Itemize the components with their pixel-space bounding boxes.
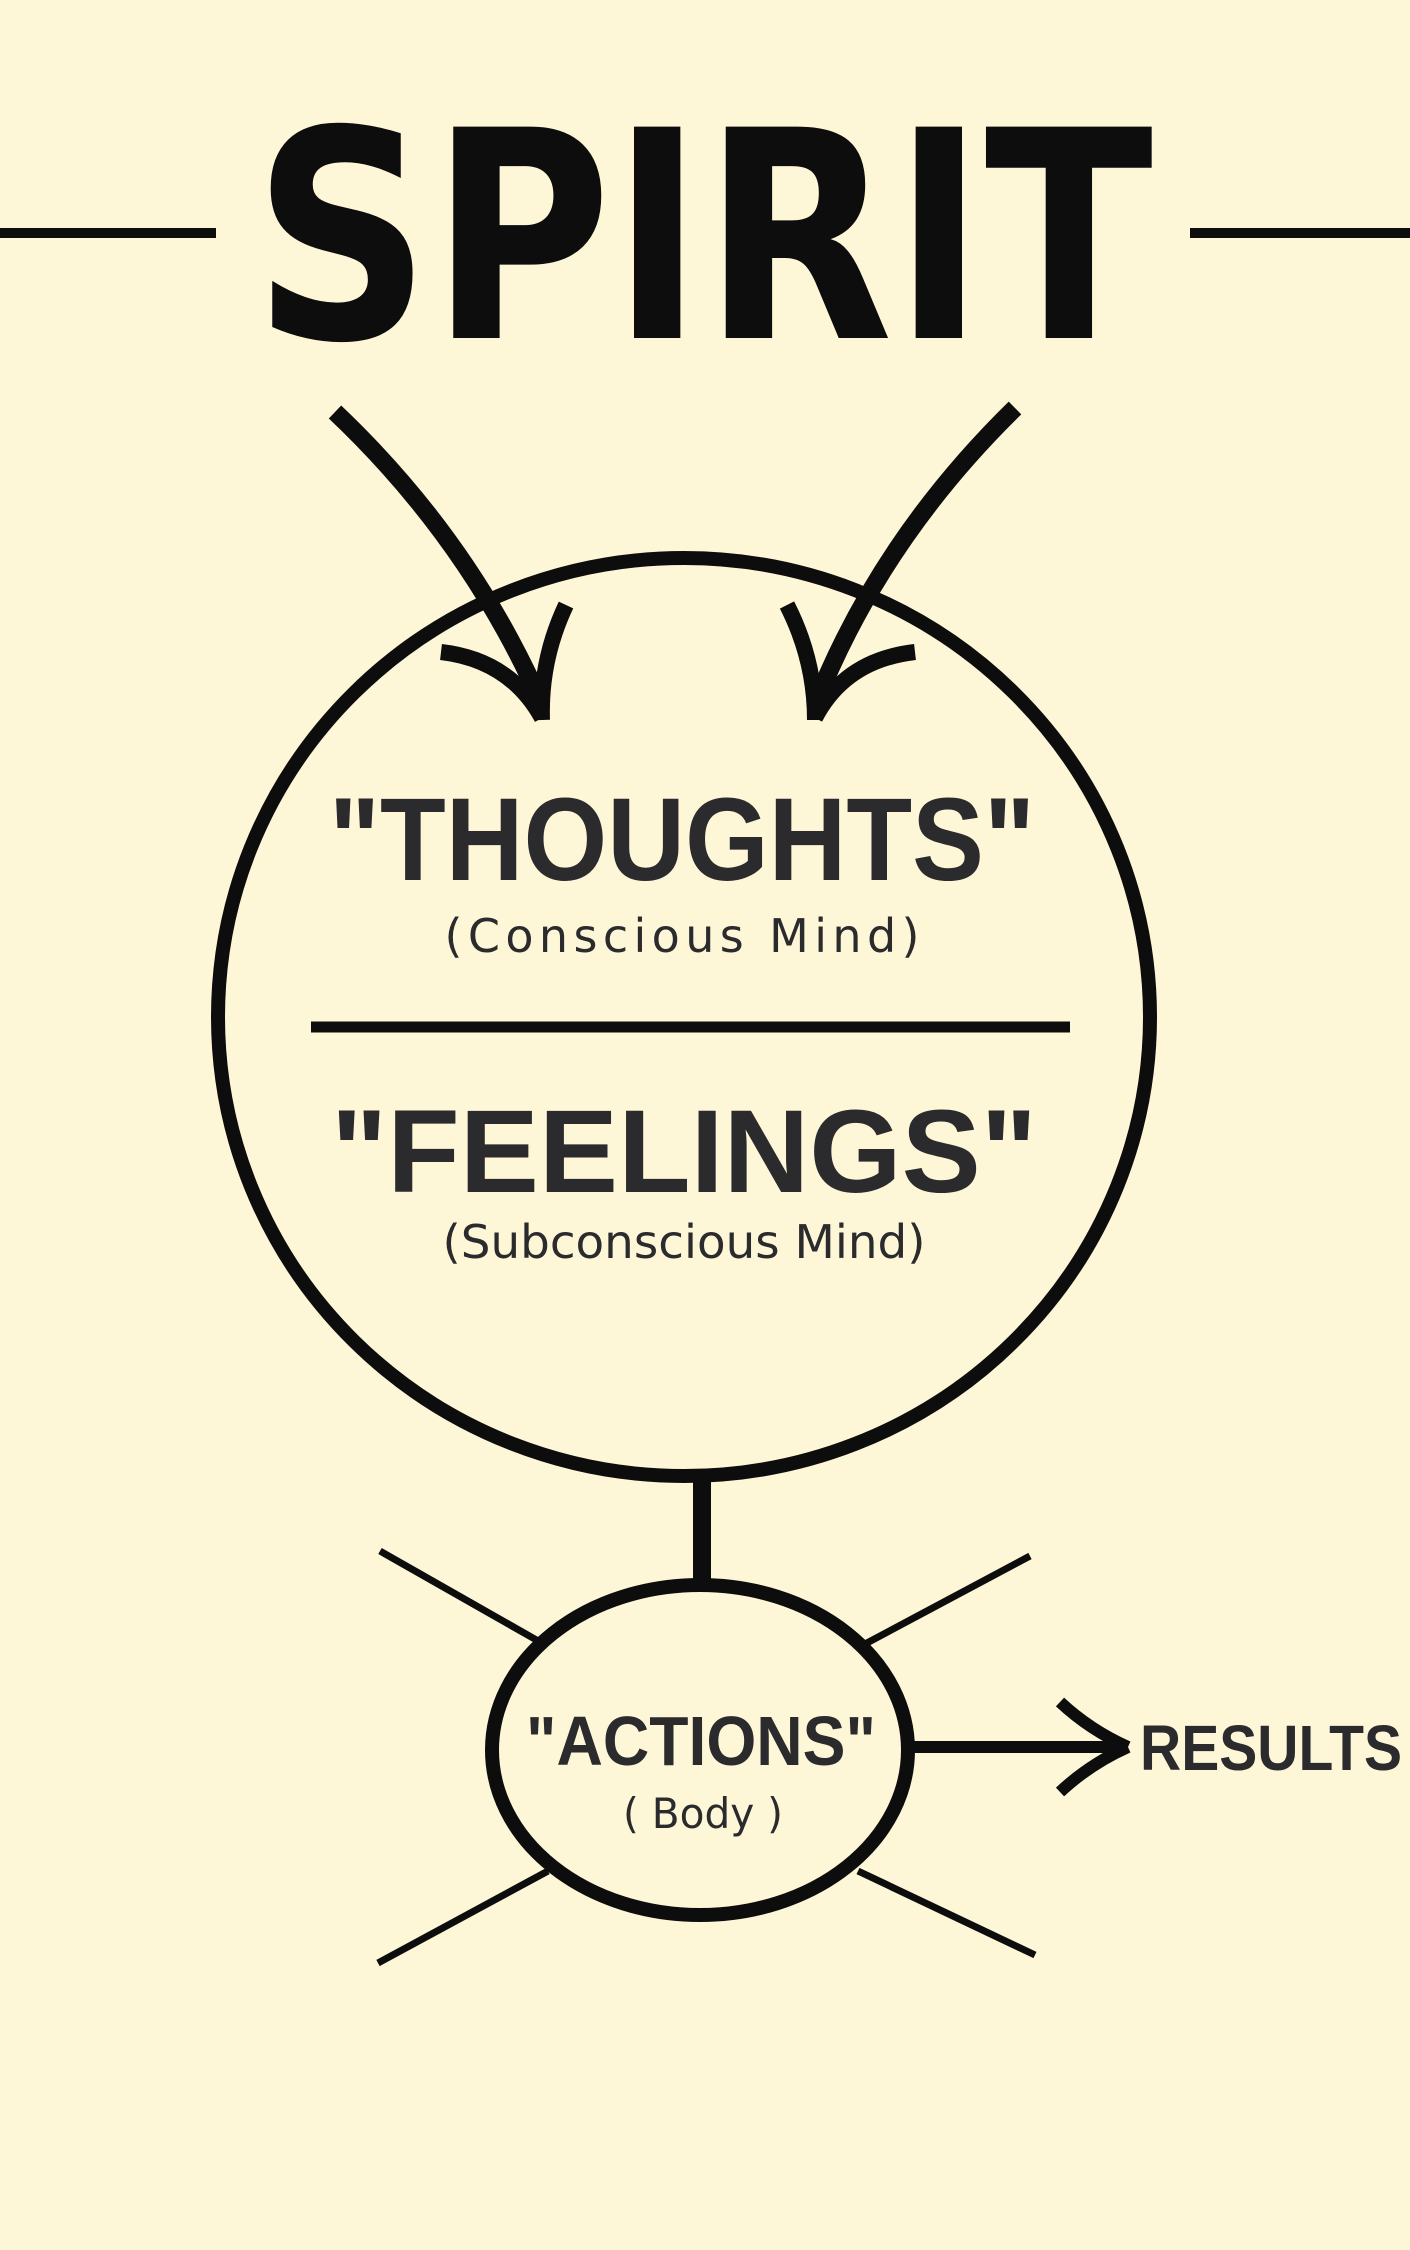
feelings-label: "FEELINGS" [331,1086,1037,1218]
thoughts-sublabel: (Conscious Mind) [445,909,920,963]
results-arrow [908,1697,1131,1797]
feelings-sublabel: (Subconscious Mind) [443,1215,926,1269]
ray-bottom-left [376,1867,550,1967]
diagram-title: SPIRIT [253,70,1154,407]
mind-circle [211,551,1157,1483]
right-down-arrow [779,401,1022,722]
left-down-arrow [328,405,574,723]
ray-bottom-right [856,1867,1037,1959]
ray-top-right [863,1552,1032,1648]
thoughts-label: "THOUGHTS" [329,774,1035,906]
ray-top-left [378,1547,542,1646]
actions-sublabel: ( Body ) [623,1789,783,1838]
results-label: RESULTS [1140,1712,1402,1784]
actions-label: "ACTIONS" [526,1702,876,1780]
